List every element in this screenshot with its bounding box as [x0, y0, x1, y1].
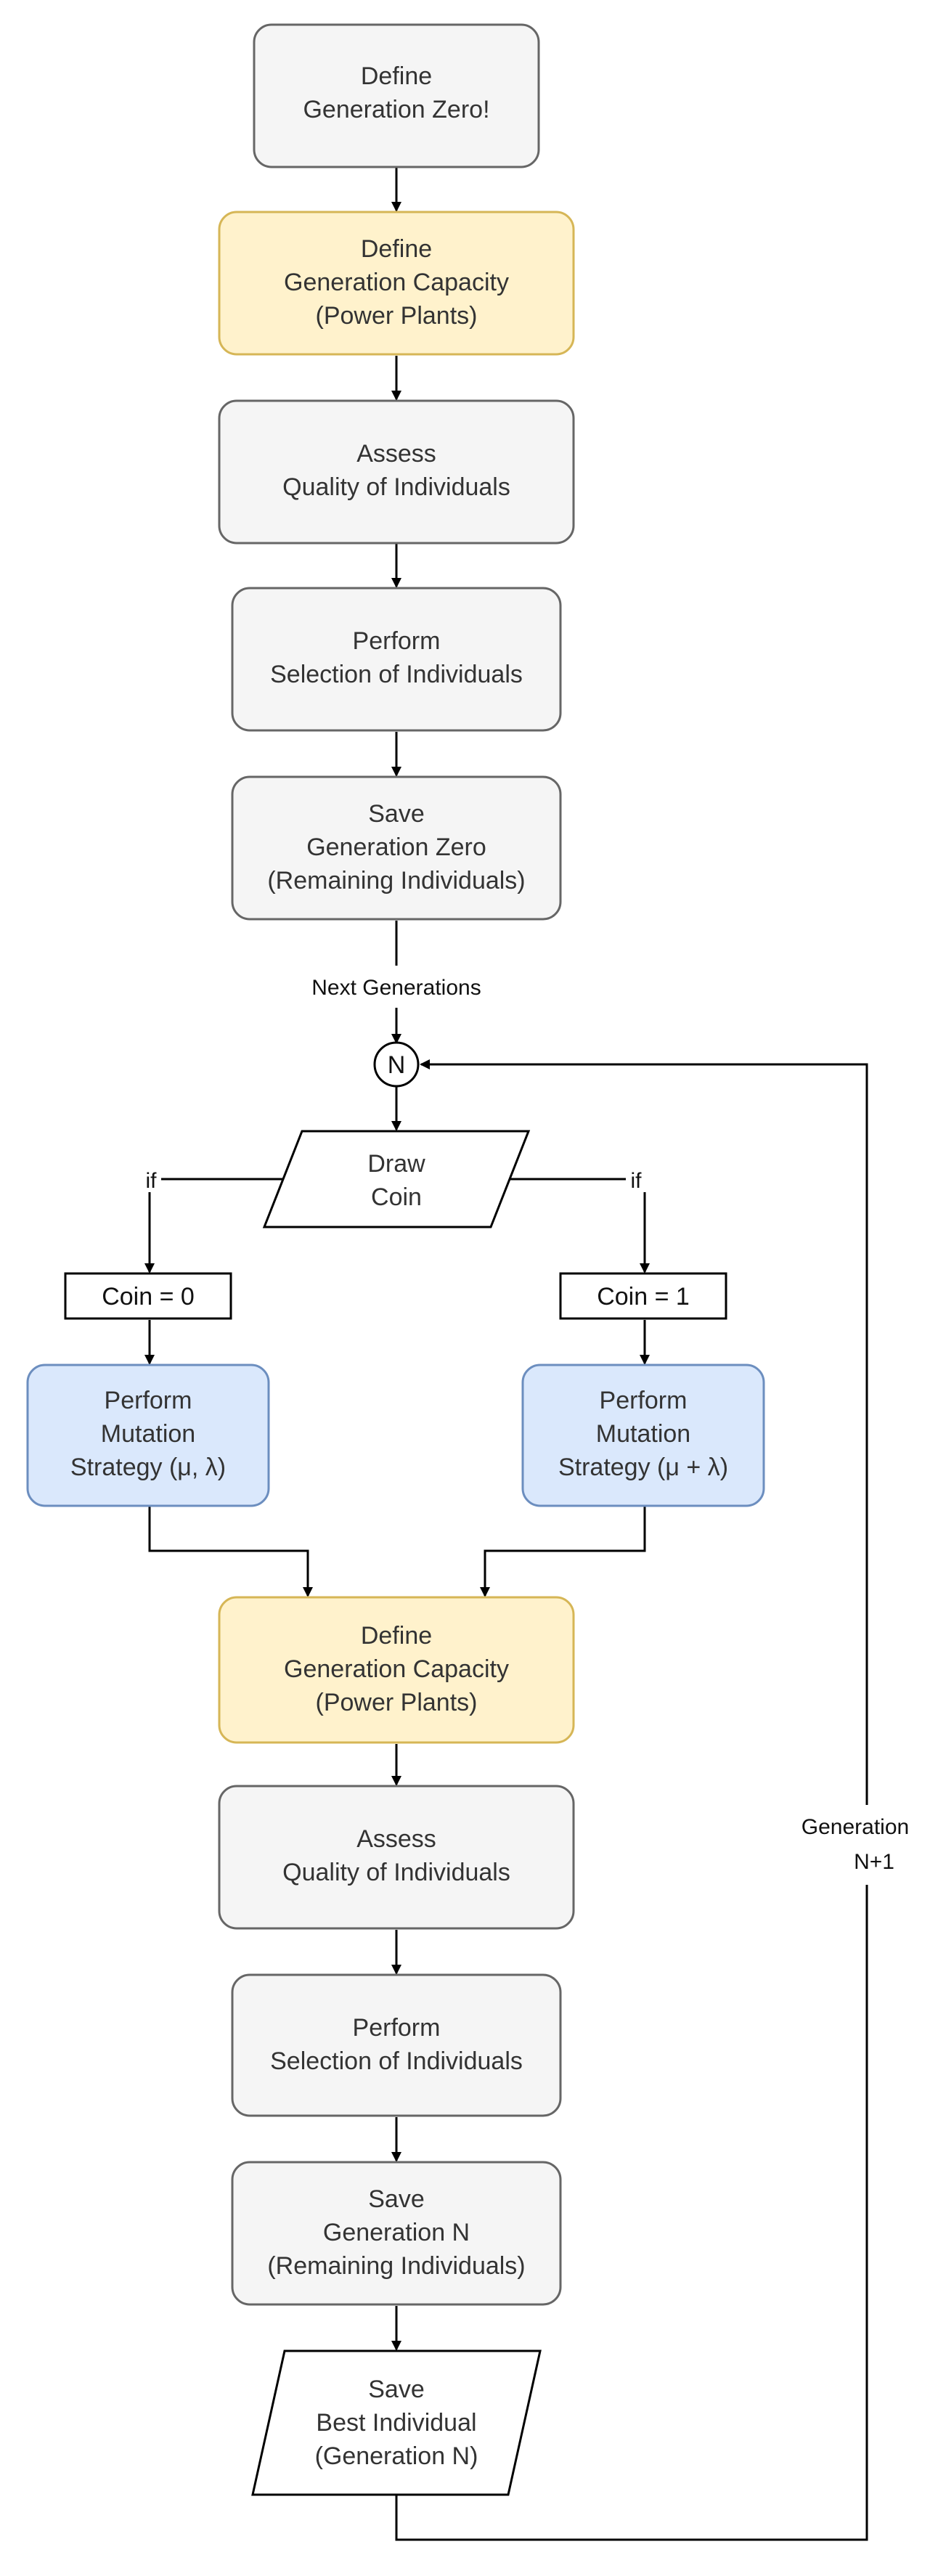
node-define-gen-zero-shape [253, 23, 540, 168]
node-mutation-plus-shape [521, 1364, 765, 1507]
edge-mutation-comma-to-capacity [148, 1507, 313, 1597]
node-coin-zero: Coin = 0 [64, 1272, 232, 1320]
node-text-line: Generation Capacity [284, 269, 509, 296]
node-selection-1: Perform Selection of Individuals [231, 587, 562, 732]
node-save-best: Save Best Individual (Generation N) [251, 2349, 542, 2496]
node-text-line: Define [361, 235, 432, 263]
edge-mutation-plus-to-capacity [480, 1507, 646, 1597]
edge-label-loop-line1: Generation [802, 1815, 909, 1839]
node-text-line: Generation N [323, 2219, 470, 2246]
node-define-capacity-2-shape [218, 1596, 575, 1744]
node-coin-one-shape [559, 1272, 727, 1320]
node-selection-1-shape [231, 587, 562, 732]
node-mutation-comma-shape [26, 1364, 270, 1507]
node-text-line: Coin [371, 1183, 422, 1211]
if-right-label-bg [626, 1169, 646, 1192]
node-text-line: Save [368, 2376, 425, 2403]
connector-label: N [388, 1051, 406, 1079]
node-text-line: Mutation [596, 1420, 690, 1448]
node-text-line: Coin = 0 [102, 1283, 195, 1311]
node-text-line: Perform [600, 1387, 688, 1414]
node-assess-2: Assess Quality of Individuals [218, 1785, 575, 1930]
node-text-line: Mutation [101, 1420, 195, 1448]
node-text-line: Perform [105, 1387, 192, 1414]
node-define-gen-zero: Define Generation Zero! [253, 23, 540, 168]
node-text-line: Quality of Individuals [282, 473, 510, 501]
node-text-line: Draw [367, 1150, 425, 1178]
node-text-line: Assess [356, 440, 436, 468]
node-text-line: (Generation N) [315, 2442, 478, 2470]
node-assess-2-shape [218, 1785, 575, 1930]
node-mutation-comma: Perform Mutation Strategy (μ, λ) [26, 1364, 270, 1507]
node-connector: N [373, 1041, 420, 1088]
if-left-label-bg [141, 1169, 161, 1192]
node-coin-one: Coin = 1 [559, 1272, 727, 1320]
node-draw-coin-shape [262, 1130, 531, 1228]
edge-label-loop-line2: N+1 [854, 1850, 894, 1874]
node-text-line: Strategy (μ, λ) [70, 1454, 226, 1481]
node-text-line: Strategy (μ + λ) [558, 1454, 728, 1481]
node-define-capacity-1-shape [218, 211, 575, 356]
edge-draw-coin-to-coin-one [501, 1178, 650, 1273]
node-coin-zero-shape [64, 1272, 232, 1320]
node-mutation-plus: Perform Mutation Strategy (μ + λ) [521, 1364, 765, 1507]
edge-label-next-generations: Next Generations [311, 976, 481, 1000]
edge-label-if-right: if [631, 1169, 643, 1193]
edge-label-if-left: if [146, 1169, 158, 1193]
loop-label-bg [775, 1805, 937, 1885]
node-define-capacity-1: Define Generation Capacity (Power Plants… [218, 211, 575, 356]
node-save-gen-zero-shape [231, 775, 562, 921]
node-text-line: Generation Capacity [284, 1655, 509, 1683]
node-text-line: Best Individual [316, 2409, 476, 2437]
node-text-line: Coin = 1 [597, 1283, 690, 1311]
node-text-line: (Remaining Individuals) [267, 2252, 525, 2280]
node-text-line: Define [361, 1622, 432, 1650]
node-assess-1: Assess Quality of Individuals [218, 399, 575, 545]
node-text-line: (Power Plants) [316, 1689, 478, 1716]
node-text-line: Selection of Individuals [270, 2047, 523, 2075]
node-save-gen-n-shape [231, 2161, 562, 2306]
node-save-best-shape [251, 2349, 542, 2496]
node-assess-1-shape [218, 399, 575, 545]
node-text-line: Generation Zero [306, 833, 486, 861]
node-text-line: Assess [356, 1825, 436, 1853]
node-text-line: (Power Plants) [316, 302, 478, 330]
node-text-line: Generation Zero! [303, 96, 489, 123]
next-generations-label-bg [290, 966, 502, 1008]
node-text-line: Selection of Individuals [270, 661, 523, 688]
connector-circle [373, 1041, 420, 1088]
node-text-line: (Remaining Individuals) [267, 867, 525, 894]
node-selection-2-shape [231, 1973, 562, 2117]
edge-loop-back-to-connector [395, 1059, 868, 2541]
node-selection-2: Perform Selection of Individuals [231, 1973, 562, 2117]
node-save-gen-zero: Save Generation Zero (Remaining Individu… [231, 775, 562, 921]
node-save-gen-n: Save Generation N (Remaining Individuals… [231, 2161, 562, 2306]
node-text-line: Quality of Individuals [282, 1859, 510, 1886]
node-text-line: Save [368, 2185, 425, 2213]
node-define-capacity-2: Define Generation Capacity (Power Plants… [218, 1596, 575, 1744]
node-draw-coin: Draw Coin [262, 1130, 531, 1228]
node-text-line: Define [361, 62, 432, 90]
node-text-line: Perform [353, 2014, 441, 2042]
node-text-line: Perform [353, 627, 441, 655]
node-text-line: Save [368, 800, 425, 828]
